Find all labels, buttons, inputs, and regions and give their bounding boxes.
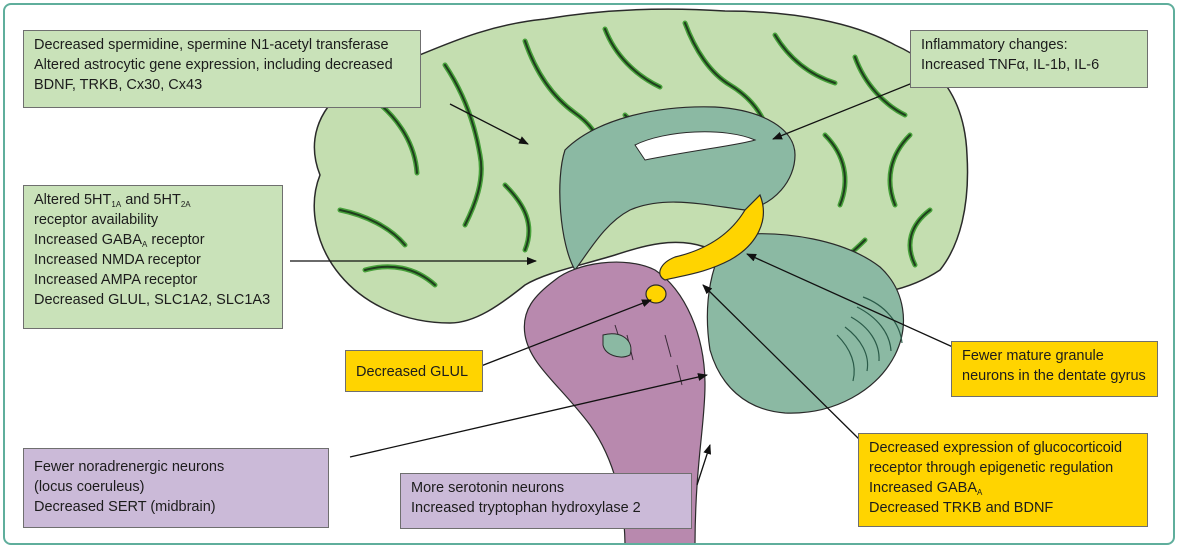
noradrenergic-box: Fewer noradrenergic neurons (locus coeru…	[23, 448, 329, 528]
box-line: Decreased SERT (midbrain)	[34, 497, 318, 517]
box-line: Inflammatory changes:	[921, 35, 1137, 55]
box-line: receptor through epigenetic regulation	[869, 458, 1137, 478]
box-line: Altered astrocytic gene expression, incl…	[34, 55, 410, 75]
box-line: Decreased GLUL	[356, 362, 472, 382]
glucocorticoid-receptor-box: Decreased expression of glucocorticoid r…	[858, 433, 1148, 527]
inflammatory-changes-box: Inflammatory changes: Increased TNFα, IL…	[910, 30, 1148, 88]
box-line: Decreased spermidine, spermine N1-acetyl…	[34, 35, 410, 55]
box-line: neurons in the dentate gyrus	[962, 366, 1147, 386]
box-line: (locus coeruleus)	[34, 477, 318, 497]
box-line: Decreased expression of glucocorticoid	[869, 438, 1137, 458]
box-line: Increased GABAA receptor	[34, 230, 272, 250]
box-line: Increased NMDA receptor	[34, 250, 272, 270]
box-line: More serotonin neurons	[411, 478, 681, 498]
box-line: Increased GABAA	[869, 478, 1137, 498]
box-line: Fewer mature granule	[962, 346, 1147, 366]
box-line: Increased tryptophan hydroxylase 2	[411, 498, 681, 518]
astrocytic-changes-box: Decreased spermidine, spermine N1-acetyl…	[23, 30, 421, 108]
figure-frame: Decreased spermidine, spermine N1-acetyl…	[3, 3, 1175, 545]
box-line: Altered 5HT1A and 5HT2A	[34, 190, 272, 210]
serotonin-box: More serotonin neurons Increased tryptop…	[400, 473, 692, 529]
box-line: receptor availability	[34, 210, 272, 230]
decreased-glul-box: Decreased GLUL	[345, 350, 483, 392]
box-line: Decreased TRKB and BDNF	[869, 498, 1137, 518]
box-line: Decreased GLUL, SLC1A2, SLC1A3	[34, 290, 272, 310]
dentate-gyrus-box: Fewer mature granule neurons in the dent…	[951, 341, 1158, 397]
box-line: Fewer noradrenergic neurons	[34, 457, 318, 477]
box-line: Increased AMPA receptor	[34, 270, 272, 290]
receptor-changes-box: Altered 5HT1A and 5HT2A receptor availab…	[23, 185, 283, 329]
box-line: BDNF, TRKB, Cx30, Cx43	[34, 75, 410, 95]
box-line: Increased TNFα, IL-1b, IL-6	[921, 55, 1137, 75]
